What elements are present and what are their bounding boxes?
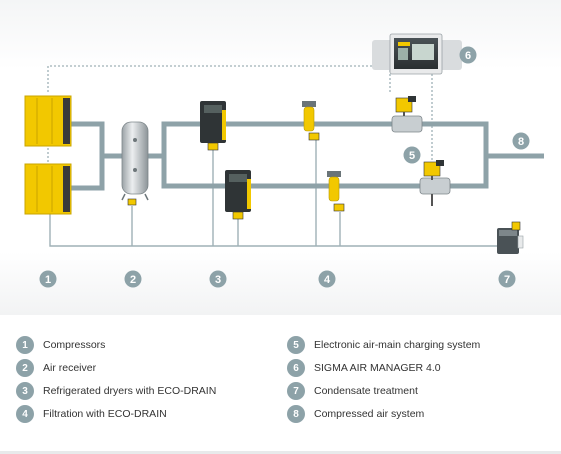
filter-bottom [327,171,345,212]
legend-number: 2 [16,359,34,377]
condensate-treatment-unit [497,221,524,254]
charging-valve-bottom [419,160,451,206]
svg-text:2: 2 [130,274,136,286]
svg-text:5: 5 [409,150,415,162]
svg-text:6: 6 [465,50,471,62]
legend-number: 8 [287,405,305,423]
legend-label: Electronic air-main charging system [314,339,481,351]
legend-item-filtration: 4 Filtration with ECO-DRAIN [16,405,167,423]
legend-label: Compressed air system [314,408,425,420]
compressed-air-pipes [70,121,544,191]
refrigerated-dryer-top [200,101,226,151]
badge-8: 8 [512,132,530,150]
svg-text:8: 8 [518,136,524,148]
legend-label: Filtration with ECO-DRAIN [43,408,167,420]
badge-7: 7 [498,270,516,288]
compressed-air-system-diagram: 1 2 3 4 5 6 7 8 [0,0,561,315]
svg-text:4: 4 [324,274,331,286]
legend-item-refrigerated-dryers: 3 Refrigerated dryers with ECO-DRAIN [16,382,216,400]
charging-valve-top [391,96,423,133]
compressor-unit-top [24,95,72,147]
svg-text:7: 7 [504,274,510,286]
refrigerated-dryer-bottom [225,170,251,220]
legend-number: 7 [287,382,305,400]
legend-number: 5 [287,336,305,354]
legend-item-air-receiver: 2 Air receiver [16,359,96,377]
control-signal-lines [47,65,433,166]
legend-number: 6 [287,359,305,377]
air-receiver-tank [121,121,149,206]
legend-item-sigma-air-manager: 6 SIGMA AIR MANAGER 4.0 [287,359,441,377]
svg-text:3: 3 [215,274,221,286]
legend-label: Refrigerated dryers with ECO-DRAIN [43,385,217,397]
svg-text:1: 1 [45,274,51,286]
legend-item-charging-system: 5 Electronic air-main charging system [287,336,480,354]
legend-label: Compressors [43,339,106,351]
legend-number: 3 [16,382,34,400]
badge-1: 1 [39,270,57,288]
condensate-drain-lines [49,140,498,247]
diagram-badges: 1 2 3 4 5 6 7 8 [39,46,530,288]
sigma-air-manager-controller [372,33,462,75]
legend-item-compressed-air-system: 8 Compressed air system [287,405,424,423]
legend-label: Condensate treatment [314,385,418,397]
filter-top [302,101,320,141]
badge-4: 4 [318,270,336,288]
legend-number: 1 [16,336,34,354]
badge-3: 3 [209,270,227,288]
legend-number: 4 [16,405,34,423]
legend-label: Air receiver [43,362,97,374]
compressor-unit-bottom [24,163,72,215]
diagram-legend: 1 Compressors 2 Air receiver 3 Refrigera… [0,326,561,446]
badge-2: 2 [124,270,142,288]
bottom-divider [0,451,561,454]
legend-item-condensate-treatment: 7 Condensate treatment [287,382,418,400]
badge-6: 6 [459,46,477,64]
badge-5: 5 [403,146,421,164]
legend-label: SIGMA AIR MANAGER 4.0 [314,362,441,374]
legend-item-compressors: 1 Compressors [16,336,105,354]
